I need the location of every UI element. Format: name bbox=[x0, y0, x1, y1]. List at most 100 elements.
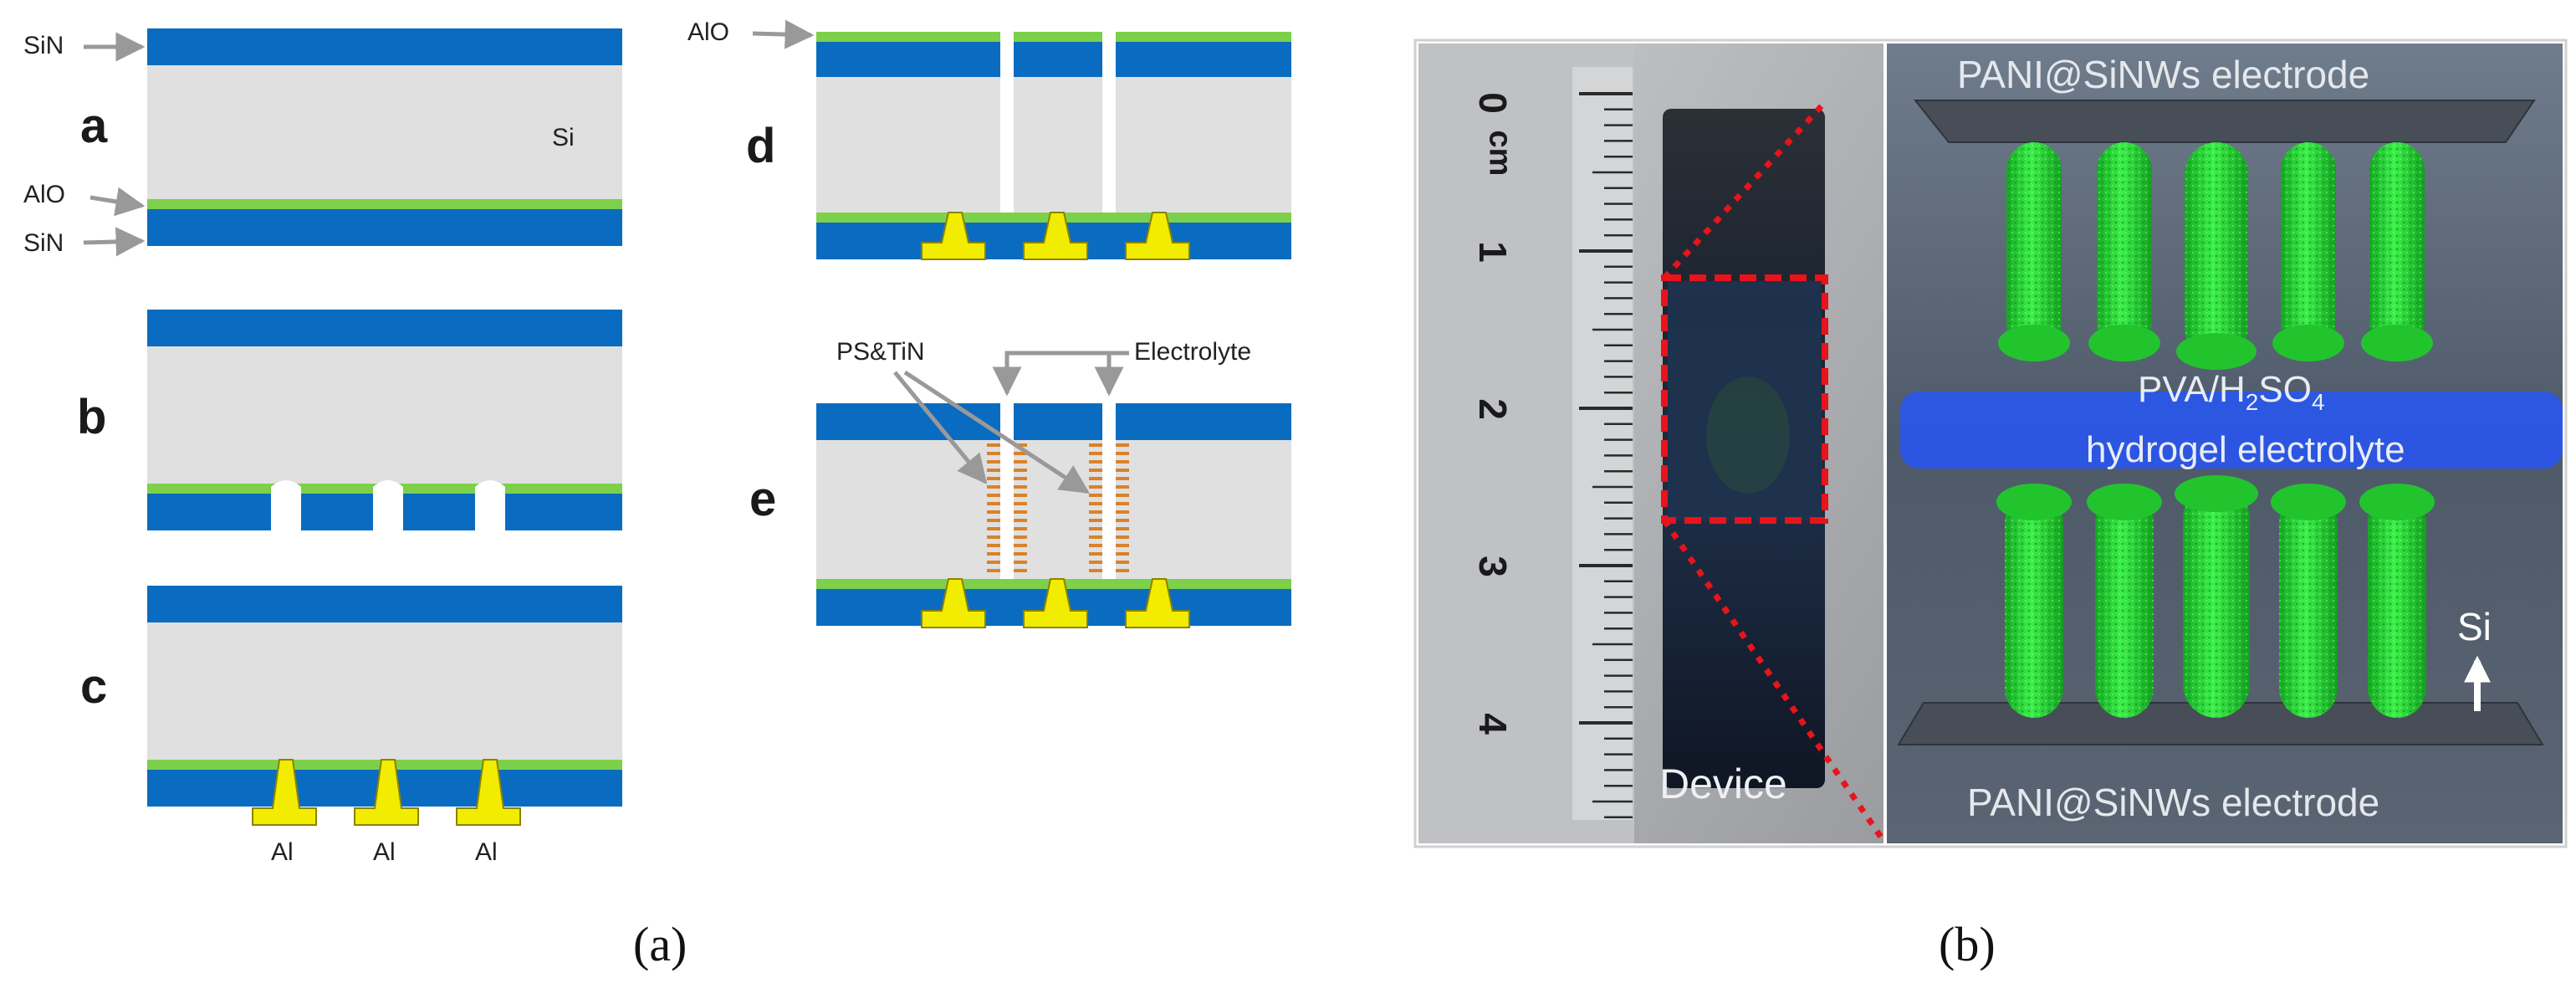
ps-tin-stripe bbox=[1089, 544, 1102, 547]
sin-layer bbox=[147, 209, 622, 246]
ps-tin-stripe bbox=[1116, 477, 1129, 480]
zoom-line bbox=[1662, 98, 1829, 280]
si-substrate bbox=[147, 622, 622, 760]
nanowire-tip bbox=[1998, 325, 2070, 361]
si-substrate bbox=[147, 346, 622, 484]
ps-tin-stripe bbox=[1014, 494, 1027, 497]
ps-tin-stripe bbox=[1089, 502, 1102, 505]
sin-layer bbox=[147, 28, 622, 65]
ps-tin-stripe bbox=[1014, 561, 1027, 564]
ps-tin-stripe bbox=[1116, 452, 1129, 455]
ps-tin-stripe bbox=[1014, 519, 1027, 522]
nanowire-texture bbox=[2005, 494, 2063, 718]
ps-tin-stripe bbox=[987, 561, 1000, 564]
al-contact bbox=[1125, 578, 1190, 628]
scale-unit: cm bbox=[1482, 130, 1518, 177]
ps-tin-stripe bbox=[1014, 510, 1027, 514]
si-substrate bbox=[147, 65, 622, 199]
ps-tin-stripe bbox=[987, 527, 1000, 530]
nanowire-tip bbox=[2088, 325, 2160, 361]
etch-opening bbox=[271, 480, 301, 530]
nanowire-texture bbox=[2279, 494, 2338, 718]
nanowire-texture bbox=[2185, 142, 2248, 360]
ps-tin-stripe bbox=[987, 552, 1000, 556]
si-substrate bbox=[816, 440, 1291, 579]
ps-tin-stripe bbox=[1089, 485, 1102, 489]
ps-tin-stripe bbox=[1014, 460, 1027, 464]
alo-layer bbox=[147, 199, 622, 209]
ps-tin-stripe bbox=[1116, 469, 1129, 472]
nanowire-tip bbox=[2361, 325, 2433, 361]
ps-tin-stripe bbox=[987, 535, 1000, 539]
ps-tin-stripe bbox=[1089, 477, 1102, 480]
ps-tin-stripe bbox=[1014, 485, 1027, 489]
ps-tin-stripe bbox=[1089, 460, 1102, 464]
etch-opening bbox=[373, 480, 403, 530]
ps-tin-stripe bbox=[987, 510, 1000, 514]
nanowire-tip bbox=[2271, 484, 2346, 520]
top-electrode-plate bbox=[1913, 100, 2536, 143]
nanowires-bottom bbox=[1996, 475, 2435, 718]
ps-tin-stripe bbox=[1014, 469, 1027, 472]
panel-b bbox=[1413, 38, 2568, 848]
sin-layer bbox=[816, 42, 1291, 77]
step-label-e: e bbox=[749, 472, 777, 526]
step-label-d: d bbox=[746, 119, 776, 173]
ps-tin-stripe bbox=[1014, 569, 1027, 572]
electrode-top-label: PANI@SiNWs electrode bbox=[1957, 53, 2370, 96]
nanowire-texture bbox=[2097, 142, 2152, 351]
ps-tin-stripe bbox=[1089, 527, 1102, 530]
device-label: Device bbox=[1659, 761, 1787, 807]
ps-tin-stripe bbox=[1116, 527, 1129, 530]
nanowire-texture bbox=[2006, 142, 2062, 351]
ps-tin-stripe bbox=[987, 469, 1000, 472]
ruler-ticks bbox=[1579, 92, 1633, 819]
sin-top-label: SiN bbox=[23, 32, 64, 59]
caption-a: (a) bbox=[633, 917, 687, 971]
ps-tin-stripe bbox=[1089, 569, 1102, 572]
nanowire-tip bbox=[2272, 325, 2344, 361]
al-contact bbox=[1023, 578, 1088, 628]
ps-tin-stripe bbox=[1116, 485, 1129, 489]
arrow bbox=[83, 227, 146, 257]
nanowire-texture bbox=[2183, 485, 2250, 718]
through-hole bbox=[1000, 32, 1014, 213]
ps-tin-stripe bbox=[1089, 519, 1102, 522]
si-substrate bbox=[816, 77, 1291, 213]
al-contact bbox=[921, 212, 986, 260]
ps-tin-stripe bbox=[1014, 535, 1027, 539]
ps-tin-stripe bbox=[1089, 552, 1102, 556]
electrolyte-so: SO bbox=[2258, 369, 2312, 410]
nanowire-tip bbox=[2359, 484, 2435, 520]
nanowire-tip bbox=[1996, 484, 2072, 520]
ps-tin-stripe bbox=[1089, 510, 1102, 514]
al-contact bbox=[252, 759, 317, 826]
ps-tin-stripe bbox=[1116, 494, 1129, 497]
scale-mark-3: 3 bbox=[1470, 556, 1515, 577]
structure-b bbox=[147, 310, 622, 530]
ps-tin-stripe bbox=[1014, 527, 1027, 530]
supercapacitor-schematic bbox=[1887, 44, 2563, 843]
nanowires-top bbox=[1998, 142, 2433, 370]
caption-b: (b) bbox=[1939, 917, 1996, 971]
al-contact bbox=[1023, 212, 1088, 260]
ps-tin-stripe bbox=[1116, 535, 1129, 539]
ps-tin-stripe bbox=[1089, 469, 1102, 472]
ps-tin-stripe bbox=[1116, 502, 1129, 505]
ps-tin-stripe bbox=[987, 494, 1000, 497]
al-label: Al bbox=[475, 838, 498, 866]
step-label-b: b bbox=[77, 390, 107, 444]
ps-tin-stripe bbox=[1116, 443, 1129, 447]
arrow bbox=[893, 371, 988, 484]
ps-tin-stripe bbox=[1089, 494, 1102, 497]
electrolyte-bracket bbox=[992, 351, 1124, 397]
structure-c bbox=[147, 586, 622, 826]
electrolyte-sub-2: 2 bbox=[2245, 388, 2259, 415]
ps-tin-stripe bbox=[1014, 443, 1027, 447]
electrolyte-label: Electrolyte bbox=[1134, 338, 1252, 366]
ps-tin-stripe bbox=[1116, 544, 1129, 547]
electrode-bottom-label: PANI@SiNWs electrode bbox=[1967, 781, 2380, 824]
ps-tin-stripe bbox=[1116, 460, 1129, 464]
ps-tin-stripe bbox=[1116, 519, 1129, 522]
ps-tin-stripe bbox=[1116, 569, 1129, 572]
